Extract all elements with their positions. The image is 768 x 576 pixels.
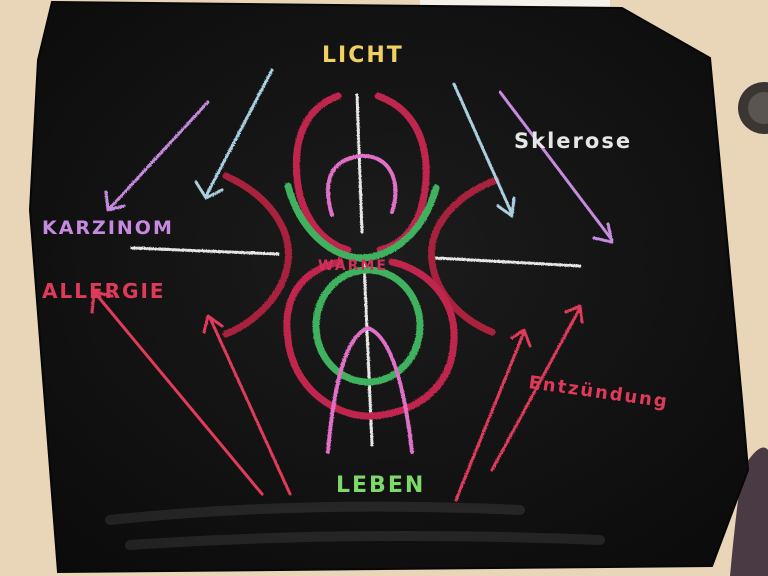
label-leben: LEBEN	[336, 473, 425, 498]
green-cup	[284, 182, 440, 262]
label-sklerose: Sklerose	[514, 129, 632, 153]
label-karzinom: KARZINOM	[42, 217, 174, 239]
green-circle	[312, 266, 424, 386]
red-arrow-2	[202, 314, 292, 496]
red-arrow-1	[90, 290, 264, 496]
pink-legs	[326, 326, 414, 454]
left-side-red-curve	[222, 172, 292, 338]
blue-arrow-left	[194, 68, 274, 200]
chalk-smudges	[105, 501, 605, 550]
round-object-inner	[748, 92, 768, 124]
upper-pink-arc	[325, 153, 398, 217]
blue-arrow-right	[452, 82, 516, 218]
lower-red-arc	[283, 258, 458, 420]
red-arrow-4	[490, 304, 584, 472]
lilac-arrow-left	[104, 100, 210, 212]
horizontal-line-left	[130, 246, 280, 256]
label-allergie: ALLERGIE	[42, 279, 166, 303]
lilac-arrow-right	[498, 90, 614, 244]
label-waerme: WÄRME	[318, 257, 388, 274]
right-side-red-curve	[428, 176, 500, 336]
red-arrow-3	[454, 328, 532, 502]
foreground-object	[730, 447, 768, 576]
horizontal-line-right	[434, 256, 582, 268]
label-licht: LICHT	[322, 43, 404, 68]
